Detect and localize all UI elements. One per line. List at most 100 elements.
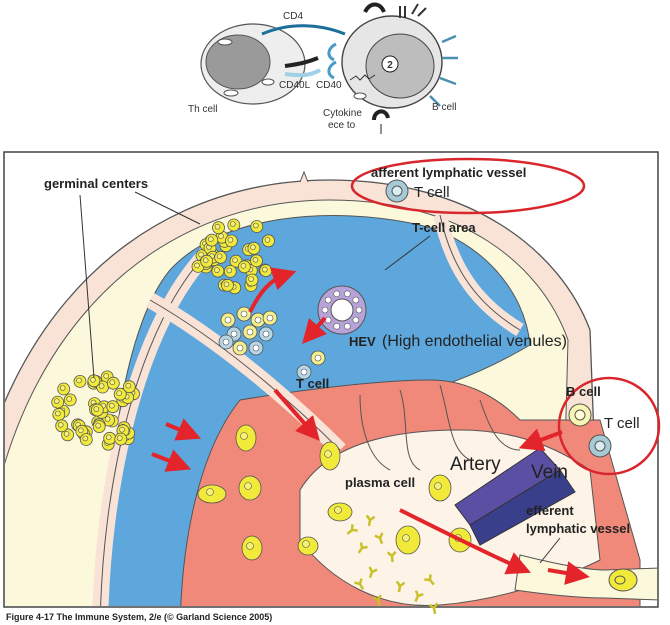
antibody-shape (374, 532, 384, 545)
germinal-cell-nucleus (82, 435, 89, 442)
hev-cell (352, 296, 360, 304)
signal-squiggle (349, 74, 376, 81)
germinal-cell-nucleus (253, 222, 259, 229)
plasma-cell-nucleus (240, 432, 248, 440)
germinal-cell-nucleus (117, 435, 123, 441)
lymphocyte-nucleus (254, 316, 262, 324)
antibody-shape (357, 542, 368, 554)
antibody (428, 602, 439, 615)
hev-cell (333, 290, 341, 298)
germinal-cell-nucleus (208, 236, 214, 242)
germinal-cell-nucleus (119, 426, 125, 433)
antibody (374, 532, 384, 545)
leader-germinal-upper (134, 191, 201, 225)
germinal-cell-nucleus (216, 253, 223, 260)
antibody (372, 594, 382, 607)
hev-cell (333, 322, 341, 330)
antibody (357, 542, 368, 554)
antibody (395, 580, 406, 593)
plasma-cells (197, 424, 472, 561)
b-cell-antibodies (399, 3, 427, 18)
lymphocyte-nucleus (266, 314, 274, 322)
t-cell-right-label: T cell (604, 415, 640, 432)
lymph-node-figure: germinal centers afferent lymphatic vess… (3, 151, 661, 615)
exiting-cell-nucleus (614, 575, 626, 585)
germinal-center-left (51, 370, 140, 451)
th-organelle (223, 89, 239, 97)
highlight-afferent (350, 157, 586, 215)
cytokine-label-2: ece to (328, 120, 356, 131)
germinal-cell-nucleus (116, 390, 122, 397)
germinal-cell-nucleus (105, 434, 112, 441)
arrow-left-2 (151, 449, 192, 472)
antibody-shape (386, 550, 397, 563)
lymphocyte-nucleus (246, 328, 254, 336)
germinal-cell-nucleus (248, 276, 254, 282)
antibody-shape (414, 590, 424, 602)
cd4-molecule (261, 24, 346, 36)
arrow-entry (518, 428, 563, 452)
lymphocyte-nucleus (240, 310, 248, 318)
germinal-cell-nucleus (90, 376, 96, 383)
germinal-cell-nucleus (232, 257, 238, 264)
lymphocyte-nucleus (314, 354, 322, 362)
plasma-cell-nucleus (324, 450, 332, 458)
germinal-cell-nucleus (202, 257, 209, 264)
cd40-receptor (327, 60, 337, 80)
antibody (365, 514, 376, 527)
germinal-cell-nucleus (95, 422, 101, 429)
t-cell-icon-top-nucleus (391, 185, 403, 197)
arrow-left-1 (165, 418, 202, 441)
germinal-cell-nucleus (103, 373, 109, 379)
step-badge (381, 55, 399, 73)
germinal-cell-nucleus (125, 382, 132, 389)
arrow-from-hev (302, 316, 327, 344)
germinal-cell-nucleus (57, 421, 64, 428)
hev-full-label: (High endothelial venules) (382, 333, 567, 350)
germinal-cell-nucleus (223, 281, 230, 288)
afferent-vessel-label: afferent lymphatic vessel (371, 165, 526, 180)
efferent-label-2: lymphatic vessel (526, 521, 630, 536)
lymphocyte-nucleus (236, 344, 244, 352)
hev-cell (343, 322, 351, 330)
lymphocyte-nucleus (230, 330, 238, 338)
antibody (424, 574, 435, 586)
plasma-cell-nucleus (402, 534, 410, 542)
antibody-shape (395, 580, 406, 593)
hev-cell (321, 306, 329, 314)
cd40l-molecule (284, 56, 319, 68)
cd4-label: CD4 (283, 11, 303, 22)
germinal-cell-nucleus (194, 262, 200, 269)
germinal-cell-nucleus (252, 256, 259, 263)
germinal-cell-nucleus (214, 267, 220, 273)
artery-label: Artery (450, 454, 501, 475)
antibody (346, 524, 358, 535)
antibody (368, 566, 378, 579)
lymphocyte-nucleus (222, 338, 230, 346)
germinal-cell-nucleus (54, 410, 61, 417)
antibody (354, 578, 365, 590)
top-interaction-figure: 2 CD4 CD40L CD40 Th cell B cell Cytokine… (188, 2, 458, 134)
germinal-cell-nucleus (227, 237, 234, 243)
t-cell-icon-right-nucleus (594, 440, 606, 452)
germinal-cell-nucleus (104, 416, 111, 422)
antibody-shape (354, 578, 365, 590)
trabecula-edge (149, 299, 341, 451)
plasma-cell-label: plasma cell (345, 475, 415, 490)
t-cell-top-label: T cell (414, 184, 450, 201)
cd40l-label: CD40L (279, 80, 311, 91)
hev-cell (343, 290, 351, 298)
th-cell-label: Th cell (188, 104, 217, 115)
cytokine-receptor-bottom (372, 109, 390, 121)
plasma-cell-nucleus (302, 540, 310, 548)
germinal-cell-nucleus (78, 427, 84, 434)
plasma-cell-nucleus (206, 488, 214, 496)
afferent-vessel-stub (299, 170, 309, 183)
cd40-label: CD40 (316, 80, 342, 91)
migration-arrows (151, 267, 590, 585)
germinal-cell-nucleus (98, 383, 105, 389)
germinal-center-upper (191, 218, 275, 295)
germinal-cell-nucleus (93, 406, 100, 412)
germinal-cell-nucleus (109, 402, 115, 409)
